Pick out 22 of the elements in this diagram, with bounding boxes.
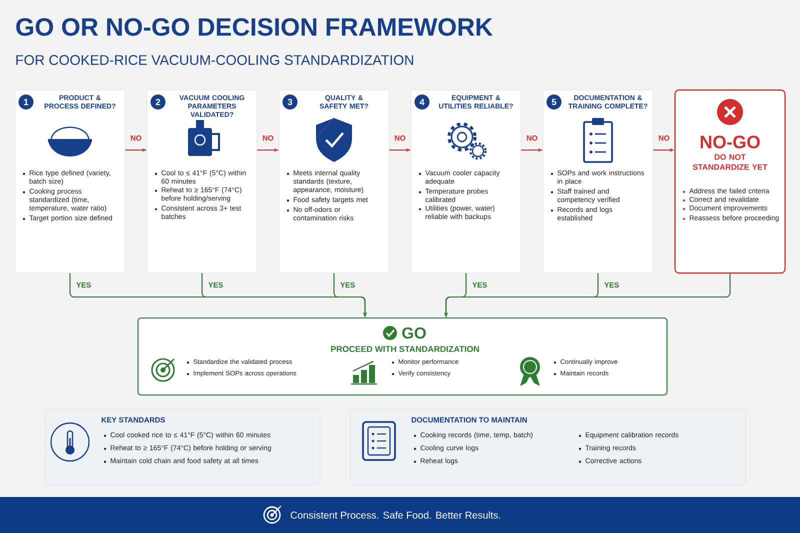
footer-band <box>0 497 800 533</box>
step-card <box>542 90 654 274</box>
go-heading: GO <box>402 327 426 339</box>
go-box <box>137 317 668 396</box>
go-subheading: PROCEED WITH STANDARDIZATION <box>331 346 479 352</box>
step-number: 4 <box>414 94 430 110</box>
step-number: 1 <box>18 94 34 110</box>
slogan: Consistent Process. Safe Food. Better Results. <box>290 511 500 519</box>
title: GO OR NO-GO DECISION FRAMEWORK <box>16 18 493 36</box>
step-card <box>278 90 390 274</box>
step-card <box>410 90 522 274</box>
step-number: 5 <box>546 94 562 110</box>
step-card <box>146 90 258 274</box>
step-number: 3 <box>282 94 298 110</box>
step-card <box>14 90 126 274</box>
no-go-heading: NO-GO <box>700 136 760 148</box>
step-number: 2 <box>150 94 166 110</box>
no-go-card <box>674 89 786 274</box>
info-panel <box>44 408 320 486</box>
subtitle: FOR COOKED-RICE VACUUM-COOLING STANDARDIZATION <box>16 55 414 65</box>
no-go-subheading: DO NOT STANDARDIZE YET <box>692 154 768 170</box>
info-panel <box>350 408 746 486</box>
